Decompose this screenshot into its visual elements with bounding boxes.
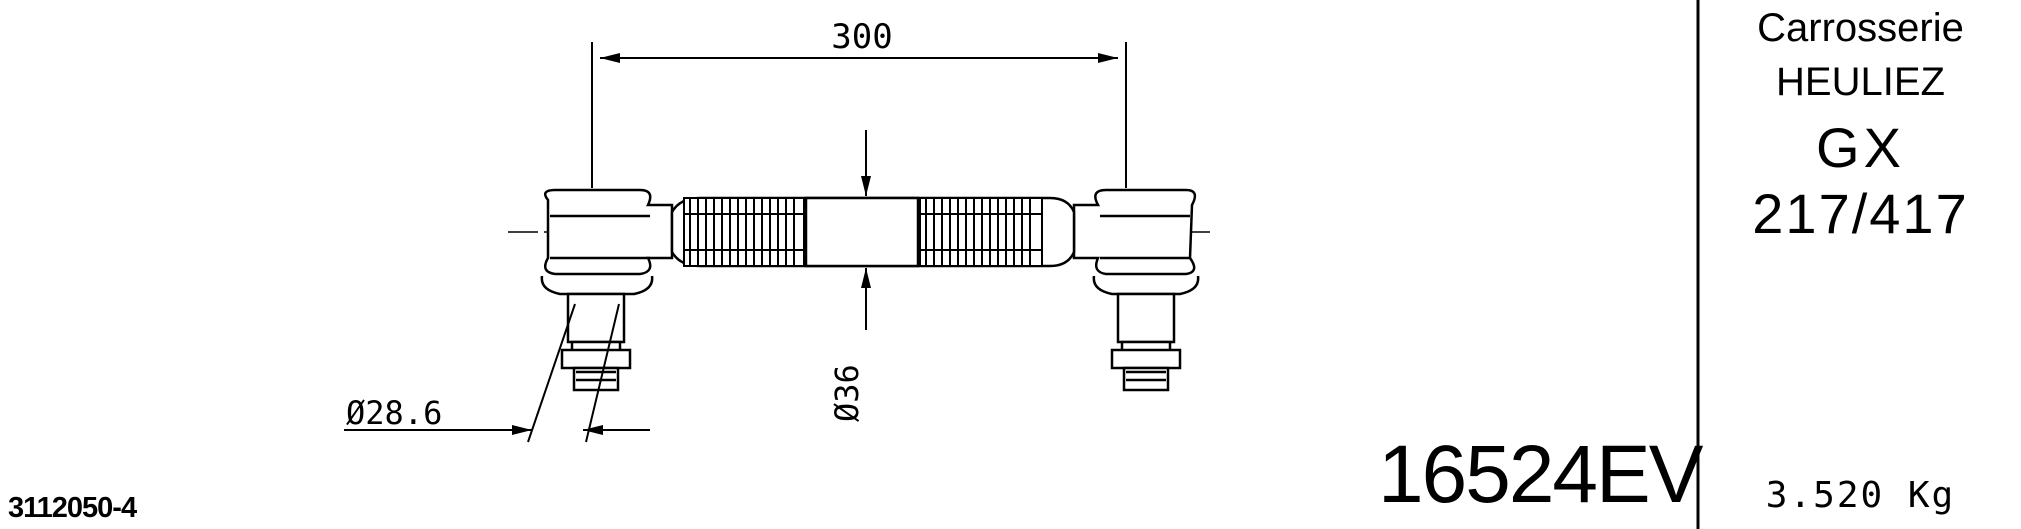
brand-label: HEULIEZ — [1776, 60, 1945, 104]
pin-diameter-dimension — [344, 303, 650, 443]
weight-label: 3.520 Kg — [1765, 475, 1956, 516]
right-clamp-knurl — [919, 197, 1043, 267]
right-ball-joint — [1072, 188, 1200, 392]
dimension-length-label: 300 — [831, 17, 892, 57]
dimension-tube-diameter-label: Ø36 — [828, 364, 866, 422]
part-number: 16524EV — [1378, 429, 1703, 520]
body-label: Carrosserie — [1757, 6, 1964, 50]
reference-number: 3112050-4 — [8, 492, 137, 524]
left-clamp-knurl — [683, 197, 805, 267]
variant-label: 217/417 — [1752, 182, 1969, 245]
left-ball-joint — [540, 188, 674, 392]
length-dimension — [591, 42, 1127, 188]
model-label: GX — [1816, 116, 1905, 179]
dimension-pin-diameter-label: Ø28.6 — [346, 394, 442, 432]
